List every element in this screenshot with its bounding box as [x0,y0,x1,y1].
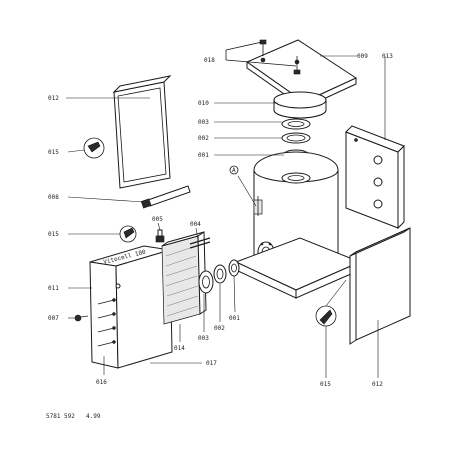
flange-rings-front [198,259,240,294]
label-002-front: 002 [214,325,225,332]
front-panel: Vitocell 100 [89,245,173,369]
label-015-c: 015 [320,381,331,388]
label-007: 007 [48,315,59,322]
label-001-top: 001 [198,152,209,159]
screws-018 [225,39,301,75]
label-001-front: 001 [229,315,240,322]
insulation-pad [161,231,207,325]
label-014: 014 [174,345,185,352]
heating-rod-004 [189,237,211,249]
label-018: 018 [204,57,215,64]
label-008: 008 [48,194,59,201]
label-012-bottom: 012 [372,381,383,388]
label-013: 013 [382,53,393,60]
clip-015-a [83,137,105,159]
leader-lines [66,55,386,378]
label-009: 009 [357,53,368,60]
label-a: A [232,167,236,174]
label-003-front: 003 [198,335,209,342]
detail-marker-a [229,165,239,175]
label-003-top: 003 [198,119,209,126]
insulation-cap [273,91,327,119]
label-017: 017 [206,360,217,367]
label-015-a: 015 [48,149,59,156]
fitting-005 [155,229,165,243]
anode-rod [140,185,191,209]
footer-date: 4.99 [86,413,101,420]
label-010: 010 [198,100,209,107]
clip-015-c [315,305,337,327]
footer-code: 5781 592 [46,413,75,420]
side-panel-right [349,227,411,345]
label-011: 011 [48,285,59,292]
base-frame [234,237,362,299]
footer: 5781 592 4.99 [46,413,101,420]
clip-015-b [119,225,137,243]
label-004: 004 [190,221,201,228]
label-015-b: 015 [48,231,59,238]
label-016: 016 [96,379,107,386]
screw-007 [74,314,89,322]
back-panel [345,125,405,230]
part-labels: 018 009 013 012 010 003 002 001 015 A 00… [48,53,393,388]
label-005: 005 [152,216,163,223]
side-panel-left [112,75,172,189]
label-002-top: 002 [198,135,209,142]
label-012-top: 012 [48,95,59,102]
